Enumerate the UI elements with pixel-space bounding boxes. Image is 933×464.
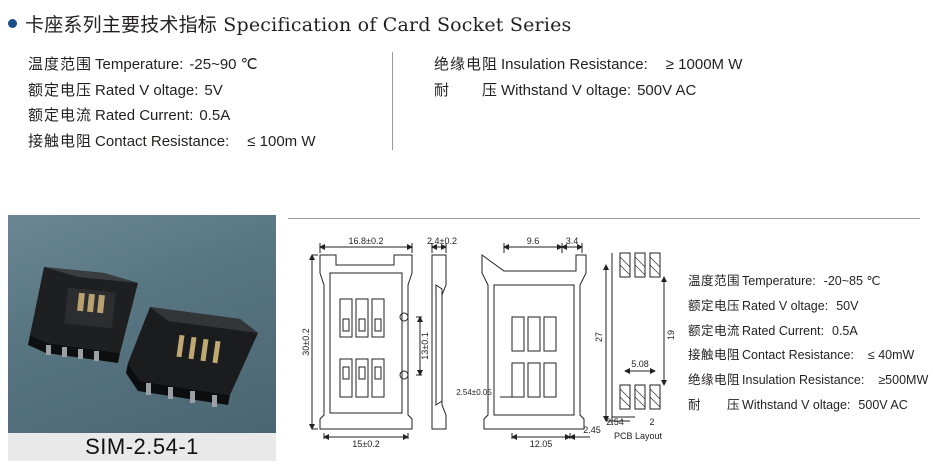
title-text: 卡座系列主要技术指标 Specification of Card Socket … <box>25 13 572 36</box>
side-view <box>431 243 447 430</box>
card-socket-image <box>28 267 258 407</box>
spec-cn: 绝缘电阻 <box>688 372 741 388</box>
dim-19: 19 <box>666 330 676 340</box>
spec-en: Withstand V oltage: <box>742 397 851 412</box>
panel-top-rule <box>288 218 920 219</box>
spec-value: 0.5A <box>832 323 858 338</box>
spec-cn: 额定电流 <box>28 106 93 125</box>
spec-value: -20~85 ℃ <box>823 274 881 288</box>
spec-en: Contact Resistance: <box>742 348 854 363</box>
dim-12-05: 12.05 <box>530 439 553 449</box>
front-view <box>309 243 423 440</box>
back-view <box>481 243 590 440</box>
spec-value: 500V AC <box>858 397 908 412</box>
dim-2-45: 2.45 <box>583 425 601 435</box>
spec-value: ≤ 40mW <box>867 348 915 363</box>
spec-value: 500V AC <box>637 81 697 99</box>
product-photo <box>8 215 276 441</box>
dim-thickness: 2.4±0.2 <box>427 236 457 246</box>
spec-cn: 额定电压 <box>688 297 741 313</box>
spec-divider <box>392 52 393 150</box>
pcb-layout <box>603 252 667 425</box>
spec-cn: 绝缘电阻 <box>434 55 499 73</box>
dim-height: 30±0.2 <box>301 328 311 355</box>
spec-en: Rated Current: <box>95 107 194 125</box>
socket-left <box>28 267 138 363</box>
dim-2-54: 2.54 <box>606 417 624 427</box>
spec-value: -25~90 ℃ <box>189 56 258 73</box>
spec-value: ≤ 100m W <box>247 132 316 150</box>
spec-en: Withstand V oltage: <box>501 81 632 99</box>
spec-en: Insulation Resistance: <box>742 373 865 388</box>
spec-cn: 耐 压 <box>434 80 499 99</box>
technical-drawing: 16.8±0.2 15±0.2 30±0.2 13±0.1 2.4±0.2 9.… <box>301 236 676 449</box>
title-bullet-icon <box>8 18 17 28</box>
spec-cn: 接触电阻 <box>688 347 741 363</box>
dim-27: 27 <box>594 332 604 342</box>
spec-value: ≥500MW <box>878 373 929 388</box>
spec-en: Rated V oltage: <box>742 298 829 313</box>
dim-2: 2 <box>649 417 654 427</box>
spec-en: Rated Current: <box>742 323 824 338</box>
spec-value: 0.5A <box>199 107 231 125</box>
dim-3-4: 3.4 <box>566 236 579 246</box>
dim-5-08: 5.08 <box>631 359 649 369</box>
dim-2-54-tol: 2.54±0.05 <box>456 388 492 397</box>
spec-en: Contact Resistance: <box>95 132 230 150</box>
spec-value: 5V <box>204 81 223 99</box>
spec-cn: 耐 压 <box>688 396 741 412</box>
spec-en: Temperature: <box>742 274 816 288</box>
spec-value: ≥ 1000M W <box>665 56 743 73</box>
spec-value: 50V <box>836 298 859 313</box>
spec-en: Temperature: <box>95 56 184 73</box>
spec-en: Insulation Resistance: <box>501 56 648 73</box>
pcb-layout-label: PCB Layout <box>614 431 663 441</box>
spec-cn: 额定电压 <box>28 80 93 99</box>
dim-9-6: 9.6 <box>527 236 540 246</box>
dim-bottom-width: 15±0.2 <box>352 439 379 449</box>
page-title: 卡座系列主要技术指标 Specification of Card Socket … <box>8 10 572 36</box>
socket-right <box>126 307 258 407</box>
dim-inner-height: 13±0.1 <box>420 332 430 359</box>
spec-en: Rated V oltage: <box>95 81 199 99</box>
dim-top-width: 16.8±0.2 <box>349 236 384 246</box>
spec-cn: 温度范围 <box>28 55 93 73</box>
spec-cn: 温度范围 <box>688 273 741 288</box>
spec-cn: 额定电流 <box>688 322 741 338</box>
product-caption: SIM-2.54-1 <box>8 433 276 461</box>
spec-cn: 接触电阻 <box>28 131 93 150</box>
